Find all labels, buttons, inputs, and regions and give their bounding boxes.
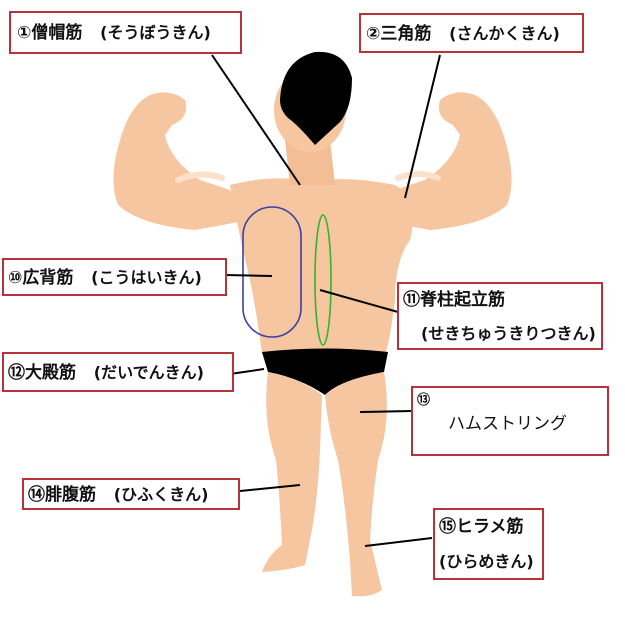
label-reading: (せきちゅうきりつきん): [421, 324, 596, 343]
label-erector-spinae: ⑪脊柱起立筋 (せきちゅうきりつきん): [397, 282, 603, 350]
shorts: [262, 348, 388, 395]
label-number: ⑭: [28, 485, 45, 505]
label-deltoid: ②三角筋 (さんかくきん): [359, 13, 584, 53]
label-number: ②: [366, 24, 381, 44]
latissimus-outline: [242, 206, 302, 338]
torso: [230, 178, 413, 355]
label-number: ⑬: [417, 393, 431, 408]
label-reading: (ひらめきん): [439, 552, 534, 571]
label-soleus: ⑮ヒラメ筋 (ひらめきん): [433, 508, 544, 580]
label-name: 脊柱起立筋: [420, 290, 505, 310]
label-name: 三角筋: [380, 24, 432, 44]
label-hamstring: ⑬ ハムストリング: [411, 386, 609, 456]
label-reading: (そうぼうきん): [100, 23, 211, 42]
label-name: ハムストリング: [448, 414, 567, 434]
label-latissimus: ⑩広背筋 (こうはいきん): [2, 258, 227, 296]
label-gastrocnemius: ⑭腓腹筋 (ひふくきん): [22, 478, 240, 510]
label-name: 広背筋: [22, 268, 74, 288]
label-name: 腓腹筋: [45, 485, 96, 505]
erector-outline: [314, 214, 332, 346]
label-name: 僧帽筋: [31, 23, 83, 43]
label-trapezius: ①僧帽筋 (そうぼうきん): [9, 11, 242, 54]
label-name: ヒラメ筋: [456, 517, 524, 537]
label-reading: (さんかくきん): [449, 24, 560, 43]
arms: [113, 92, 512, 230]
hair: [280, 51, 352, 145]
label-number: ①: [17, 23, 32, 43]
label-number: ⑮: [439, 517, 456, 537]
label-number: ⑩: [8, 268, 23, 288]
label-name: 大殿筋: [25, 363, 76, 383]
label-reading: (ひふくきん): [113, 485, 209, 504]
label-number: ⑪: [403, 290, 420, 310]
label-number: ⑫: [8, 363, 25, 383]
label-reading: (だいでんきん): [93, 363, 204, 382]
label-gluteus-maximus: ⑫大殿筋 (だいでんきん): [2, 352, 234, 392]
label-reading: (こうはいきん): [91, 268, 202, 287]
